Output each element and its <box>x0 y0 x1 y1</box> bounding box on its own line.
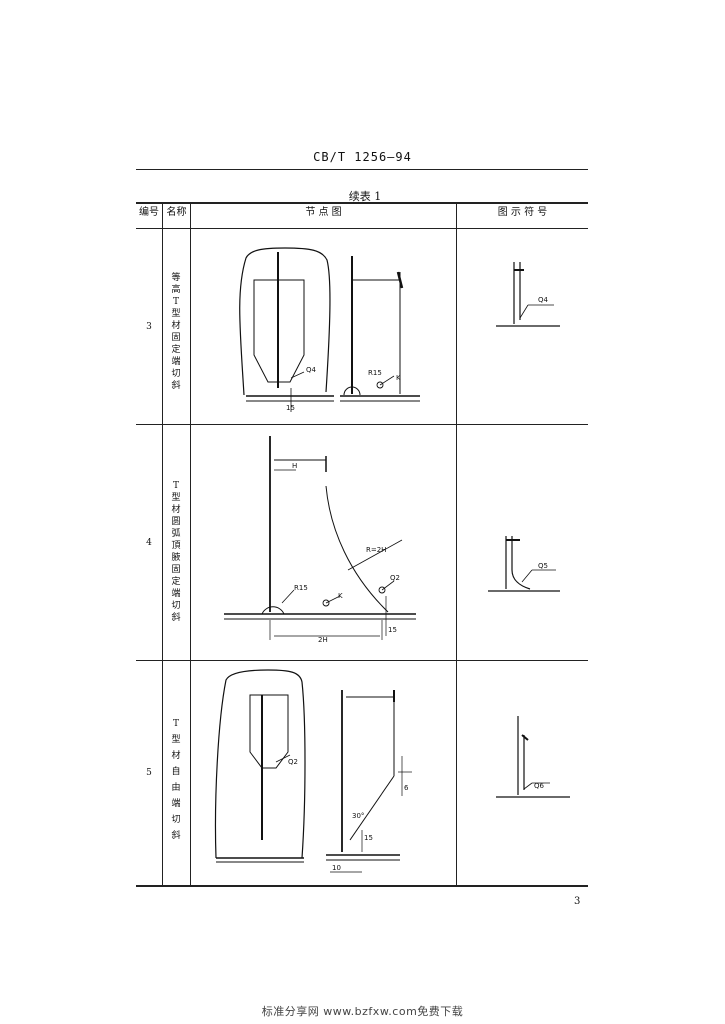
standard-code: CB/T 1256—94 <box>313 150 412 164</box>
row4-label-r15: R15 <box>294 584 308 592</box>
row5-symbol <box>496 716 570 798</box>
row4-label-span: 2H <box>318 636 328 644</box>
row4-node-drawing <box>224 436 416 640</box>
row3-label-k: K <box>396 374 401 382</box>
row-name: T型材圆弧頂腋固定端切斜 <box>171 481 181 623</box>
row3-symbol-label: Q4 <box>538 296 549 304</box>
col-divider-number <box>162 202 163 886</box>
row3-label-dim: 15 <box>286 404 295 412</box>
table-top-rule <box>136 202 588 204</box>
col-divider-drawing <box>456 202 457 886</box>
row5-label-dim-b: 10 <box>332 864 341 872</box>
table-bottom-rule <box>136 885 588 887</box>
header-drawing: 节 点 图 <box>305 207 342 218</box>
header-rule <box>136 169 588 170</box>
row3-label-q: Q4 <box>306 366 317 374</box>
row4-symbol <box>488 536 560 592</box>
col-divider-name <box>190 202 191 886</box>
row4-label-k: K <box>338 592 343 600</box>
row-name: 等高T型材固定端切斜 <box>171 273 181 391</box>
row4-symbol-label: Q5 <box>538 562 548 570</box>
row3-label-radius: R15 <box>368 369 382 377</box>
page-number: 3 <box>574 896 581 907</box>
row-number: 4 <box>146 538 152 548</box>
row-number: 3 <box>146 322 152 332</box>
header-bottom-rule <box>136 228 588 229</box>
header-name: 名称 <box>166 207 187 218</box>
row5-label-dim-c: 6 <box>404 784 409 792</box>
footer-watermark[interactable]: 标准分享网 www.bzfxw.com免费下载 <box>261 1005 464 1018</box>
row-name: T型材自由端切斜 <box>171 719 181 841</box>
row4-label-r2h: R=2H <box>366 546 386 554</box>
row4-label-dim: 15 <box>388 626 397 634</box>
table-caption: 续表 1 <box>348 190 382 203</box>
row4-label-h: H <box>292 462 297 470</box>
row3-node-drawing <box>239 247 420 412</box>
row5-label-q: Q2 <box>288 758 298 766</box>
row5-label-dim-a: 15 <box>364 834 373 842</box>
row-divider-1 <box>136 424 588 425</box>
header-symbol: 图 示 符 号 <box>497 207 548 218</box>
row5-node-drawing <box>214 669 412 873</box>
row3-symbol <box>496 262 560 327</box>
row-divider-2 <box>136 660 588 661</box>
row5-label-angle: 30° <box>352 812 364 820</box>
row-number: 5 <box>146 768 152 778</box>
row5-symbol-label: Q6 <box>534 782 545 790</box>
row4-label-q: Q2 <box>390 574 400 582</box>
header-number: 编号 <box>139 207 159 218</box>
